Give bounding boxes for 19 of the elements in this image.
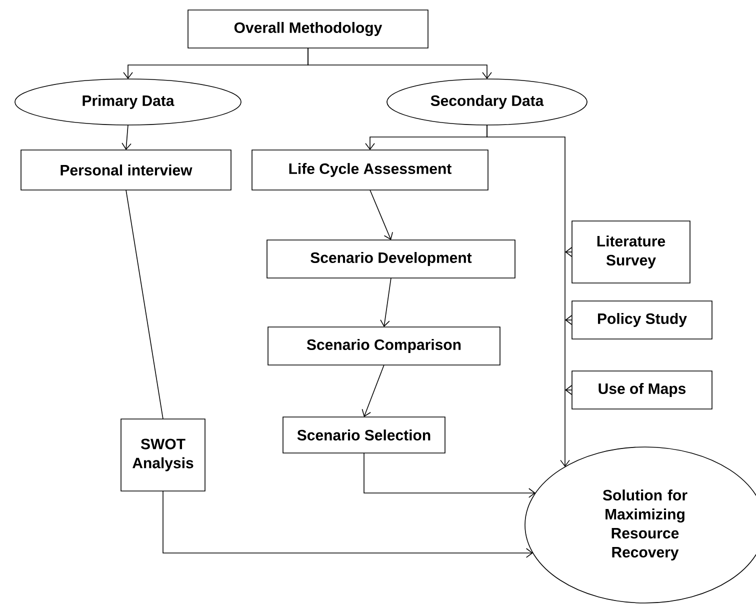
process-box: Policy Study (572, 300, 712, 340)
arrow (308, 48, 492, 79)
arrow (380, 278, 392, 327)
process-box: SWOT Analysis (120, 418, 206, 492)
arrow (364, 452, 536, 498)
process-box: Personal interview (20, 150, 232, 190)
arrow (370, 190, 393, 240)
arrow (122, 124, 132, 150)
process-box: Use of Maps (572, 370, 712, 410)
process-box: Scenario Selection (282, 416, 446, 454)
process-box: Scenario Comparison (268, 326, 500, 366)
process-box: Scenario Development (266, 240, 516, 278)
arrow (162, 490, 533, 558)
connector-line (126, 190, 164, 420)
arrow (362, 364, 384, 417)
process-box: Life Cycle Assessment (252, 150, 488, 190)
process-box: Literature Survey (572, 220, 690, 284)
arrow (486, 124, 570, 467)
process-box: Overall Methodology (188, 10, 428, 48)
